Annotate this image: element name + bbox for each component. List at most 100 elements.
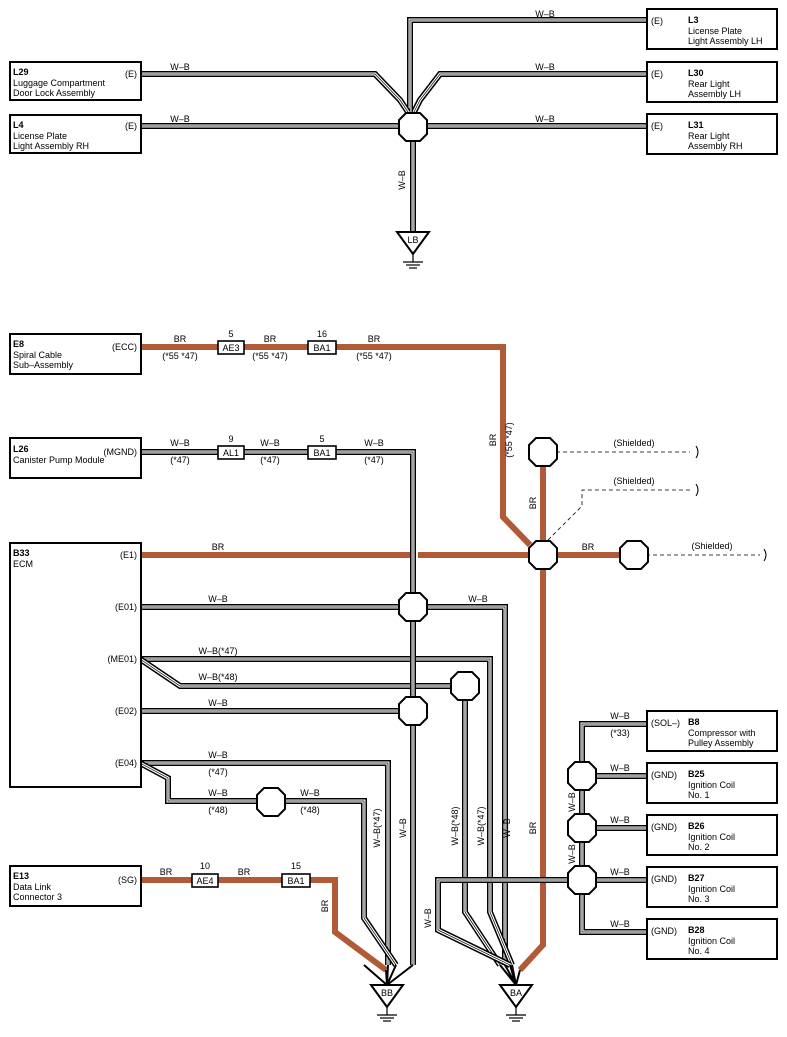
wire-label-l29: W–B [170,62,190,72]
connector-al1: AL1 9 [217,434,245,460]
svg-text:(SG): (SG) [118,875,137,885]
note-e8-1: (*55 *47) [162,351,198,361]
component-e13: E13 Data Link Connector 3 (SG) [9,865,142,907]
wire-label-b25: W–B [610,763,630,773]
svg-text:(E): (E) [651,121,663,131]
wb-wires [138,449,648,968]
svg-text:Compressor with: Compressor with [688,728,756,738]
svg-text:License Plate: License Plate [13,131,67,141]
splice-b27 [567,865,597,895]
lb-ground-point [395,231,431,256]
component-e8: E8 Spiral Cable Sub–Assembly (ECC) [9,333,142,375]
svg-text:L3: L3 [688,15,699,25]
wire-label-br-vert: BR [488,433,498,446]
wire-label-b26: W–B [610,815,630,825]
splice-e1-main [528,540,558,570]
svg-text:L30: L30 [688,68,704,78]
svg-text:(E1): (E1) [120,550,137,560]
note-e04-48a: (*48) [208,805,228,815]
wire-label-coil-vert-2: W–B [567,844,577,864]
component-b26: (GND) B26 Ignition Coil No. 2 [646,814,778,856]
splice-shield-2 [619,540,649,570]
splice-b25 [567,761,597,791]
component-b28: (GND) B28 Ignition Coil No. 4 [646,918,778,960]
shield-lines [547,445,767,562]
wire-label-ba-48: W–B(*48) [450,806,460,845]
svg-text:BA1: BA1 [313,343,330,353]
note-l26-1: (*47) [170,455,190,465]
svg-text:9: 9 [228,434,233,444]
wire-label-e04-48: W–B [208,788,228,798]
svg-text:5: 5 [319,434,324,444]
svg-text:Connector 3: Connector 3 [13,892,62,902]
ba-ground-point: BA [498,964,534,1022]
wire-label-l30: W–B [535,62,555,72]
component-l26: L26 Canister Pump Module (MGND) [9,437,142,479]
connector-ae3: AE3 5 [217,329,245,355]
svg-text:Ignition Coil: Ignition Coil [688,780,735,790]
svg-text:Rear Light: Rear Light [688,79,730,89]
wire-label-e13-1: BR [160,867,173,877]
wire-label-e04-47: W–B [208,750,228,760]
component-l4: L4 License Plate Light Assembly RH (E) [9,114,142,154]
svg-text:AE4: AE4 [196,876,213,886]
wire-label-e13-vert: BR [320,899,330,912]
connector-ba1-top: BA1 16 [307,329,337,355]
svg-text:E13: E13 [13,871,29,881]
lb-ground-label: LB [407,235,418,245]
lb-ground-group: LB W–B W–B W–B W–B W–B W–B [140,9,648,269]
svg-text:Rear Light: Rear Light [688,131,730,141]
svg-text:(E01): (E01) [115,602,137,612]
splice-me01 [450,671,480,701]
lb-wires [140,17,648,232]
wire-label-me01-47: W–B(*47) [198,646,237,656]
svg-text:BA: BA [510,988,522,998]
svg-text:BB: BB [381,988,393,998]
svg-text:L4: L4 [13,120,24,130]
svg-text:B33: B33 [13,548,30,558]
component-l29: L29 Luggage Compartment Door Lock Assemb… [9,61,142,101]
note-e04-48b: (*48) [300,805,320,815]
svg-text:Assembly LH: Assembly LH [688,89,741,99]
wire-label-lb: W–B [397,170,407,190]
svg-text:No. 2: No. 2 [688,842,710,852]
svg-text:(SOL–): (SOL–) [651,718,680,728]
bb-ground-point: BB [363,964,414,1022]
note-e8-2: (*55 *47) [252,351,288,361]
svg-text:B26: B26 [688,821,705,831]
svg-text:Pulley Assembly: Pulley Assembly [688,738,754,748]
shield-label-1: (Shielded) [613,438,654,448]
wire-label-l26-1: W–B [170,438,190,448]
svg-text:AE3: AE3 [222,343,239,353]
svg-text:(E04): (E04) [115,758,137,768]
note-l26-2: (*47) [260,455,280,465]
wire-label-ba-coils: W–B [423,908,433,928]
svg-text:16: 16 [317,329,327,339]
wire-label-l31: W–B [535,114,555,124]
splice-e02 [398,696,428,726]
svg-text:(E): (E) [651,16,663,26]
wire-label-e02: W–B [208,698,228,708]
svg-text:No. 1: No. 1 [688,790,710,800]
svg-text:Ignition Coil: Ignition Coil [688,936,735,946]
wire-label-e1: BR [212,542,225,552]
wire-label-b27: W–B [610,867,630,877]
svg-text:(GND): (GND) [651,874,677,884]
wire-label-l4: W–B [170,114,190,124]
wire-label-b28: W–B [610,919,630,929]
component-b25: (GND) B25 Ignition Coil No. 1 [646,762,778,804]
note-e8-3: (*55 *47) [356,351,392,361]
wire-label-e13-2: BR [238,867,251,877]
br-wires [140,344,621,973]
svg-text:(MGND): (MGND) [104,447,138,457]
svg-text:(E): (E) [651,69,663,79]
svg-text:15: 15 [291,861,301,871]
wire-label-l3: W–B [535,9,555,19]
splice-e04 [256,787,286,817]
wire-label-ba-br: BR [528,821,538,834]
svg-text:Luggage Compartment: Luggage Compartment [13,78,106,88]
wire-label-e8-2: BR [264,334,277,344]
svg-text:(E): (E) [125,69,137,79]
svg-text:Assembly RH: Assembly RH [688,141,743,151]
splice-e01 [398,592,428,622]
